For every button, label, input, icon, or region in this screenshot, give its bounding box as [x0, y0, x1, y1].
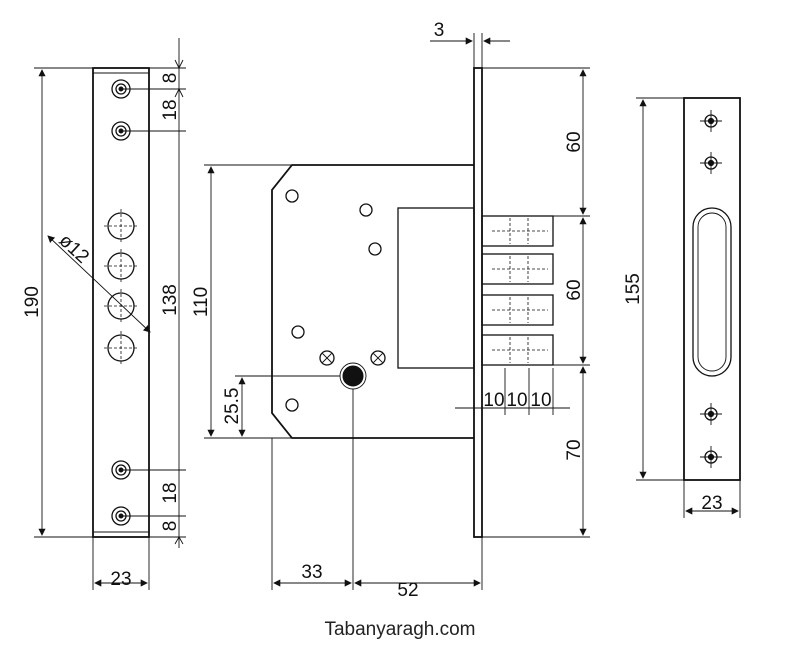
dim-plate-height: 190	[22, 286, 43, 318]
case-rivet	[359, 203, 373, 217]
dim-top-gap: 8	[160, 73, 181, 84]
dim-bolt-spacing: 10	[506, 390, 527, 411]
dim-strike-height: 155	[623, 273, 644, 305]
case-rivet	[368, 242, 382, 256]
front-plate-view: 190 23 8 18 138 18 8 ø12	[22, 38, 186, 590]
strike-plate	[683, 97, 741, 481]
dim-bottom-spacing: 18	[160, 482, 181, 503]
dim-upper-offset: 60	[564, 131, 585, 152]
strike-screw	[699, 445, 723, 469]
case-rivet	[285, 189, 299, 203]
lock-body-view: 3 110 25.5 60 60 70 10 10 10	[191, 20, 590, 601]
case-rivet	[291, 325, 305, 339]
case-rivet	[285, 398, 299, 412]
strike-plate-view: 155 23	[623, 97, 741, 518]
bolt	[481, 294, 554, 326]
bolt	[481, 253, 554, 285]
bolt-hole	[103, 330, 139, 366]
cross-screw	[370, 350, 386, 366]
dim-bolt-span: 60	[564, 279, 585, 300]
dim-faceplate-thickness: 3	[434, 20, 445, 41]
dim-bolt-spacing: 10	[530, 390, 551, 411]
dim-top-spacing: 18	[160, 99, 181, 120]
strike-screw	[699, 109, 723, 133]
website-watermark: Tabanyaragh.com	[324, 619, 476, 640]
bolt-hole	[103, 208, 139, 244]
dim-backset-total: 52	[397, 580, 418, 601]
dim-hole-span: 138	[160, 284, 181, 316]
strike-screw	[699, 151, 723, 175]
bolt-hole	[103, 248, 139, 284]
dim-strike-width: 23	[701, 493, 722, 514]
key-cylinder	[342, 365, 364, 387]
strike-slot	[692, 207, 732, 377]
dim-bolt-spacing: 10	[483, 390, 504, 411]
lock-case	[271, 164, 474, 439]
bolt	[481, 334, 554, 366]
bolt	[481, 215, 554, 247]
dim-bottom-gap: 8	[160, 521, 181, 532]
dim-key-height: 25.5	[222, 388, 243, 425]
strike-screw	[699, 402, 723, 426]
dim-lower-offset: 70	[564, 439, 585, 460]
front-plate	[92, 67, 150, 538]
dim-plate-width: 23	[110, 569, 131, 590]
dim-hole-diameter: ø12	[55, 230, 93, 268]
faceplate	[473, 67, 483, 538]
bolt-carrier	[397, 207, 475, 369]
cross-screw	[319, 350, 335, 366]
dim-body-height: 110	[191, 287, 212, 317]
dim-backset-key: 33	[301, 562, 322, 583]
